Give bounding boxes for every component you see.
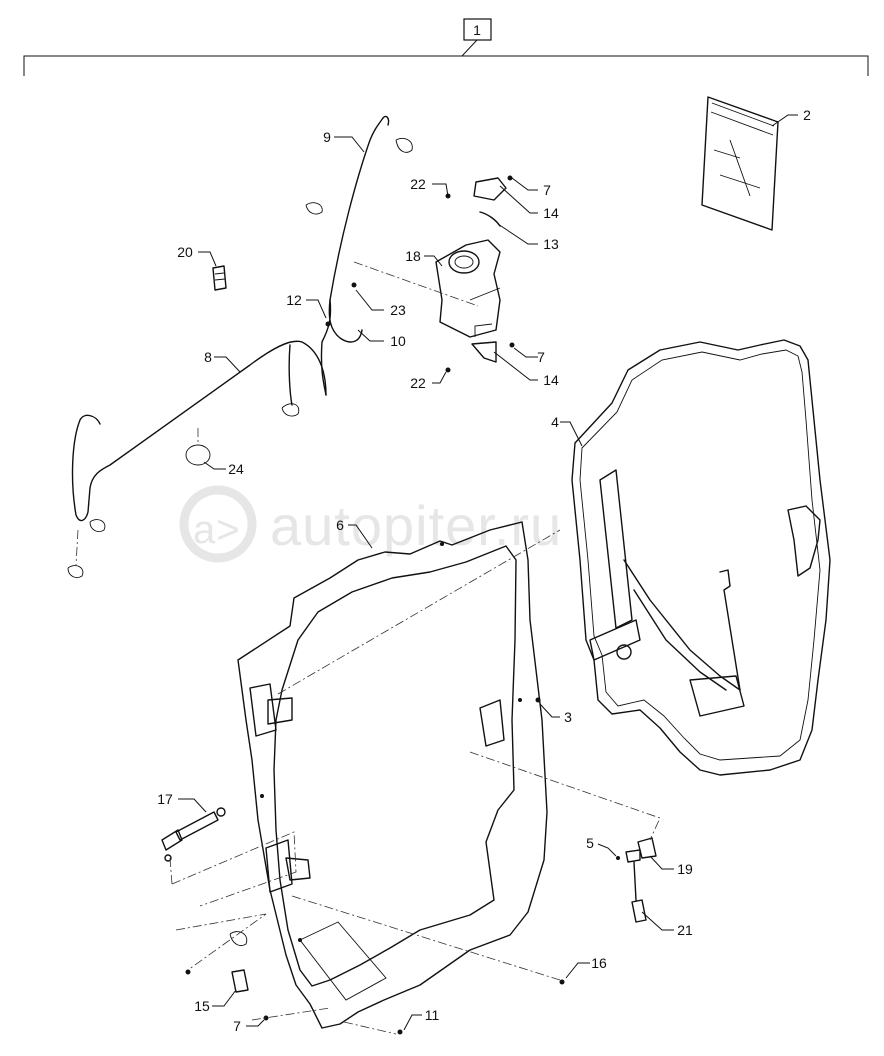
callout-labels: 2 9 22 7 14 13 20 18 12 23 10 8 7 22 14 … (157, 107, 811, 1034)
callout-5: 5 (586, 835, 594, 851)
door-glass-frame (237, 521, 548, 1029)
callout-13: 13 (543, 236, 559, 252)
washer-hose (305, 115, 413, 396)
assembly-number-box (463, 18, 492, 41)
assembly-bracket-line (23, 39, 869, 76)
callout-9: 9 (323, 129, 331, 145)
gas-strut (161, 807, 226, 862)
callout-15: 15 (194, 998, 210, 1014)
callout-7: 7 (233, 1018, 241, 1034)
callout-7: 7 (537, 349, 545, 365)
callout-22: 22 (410, 176, 426, 192)
operators-manual (701, 96, 779, 231)
assembly-bracket: 1 (23, 18, 869, 76)
watermark: a> autopiter.ru (179, 485, 562, 563)
watermark-brand: autopiter.ru (270, 494, 562, 557)
assembly-number: 1 (473, 22, 481, 38)
washer-reservoir (325, 175, 515, 373)
misc-hardware (185, 697, 565, 1035)
callout-11: 11 (425, 1007, 440, 1023)
door-latch (616, 837, 657, 923)
watermark-logo-icon (179, 485, 257, 563)
callout-14: 14 (543, 372, 559, 388)
callout-14: 14 (543, 205, 559, 221)
callout-20: 20 (177, 244, 193, 260)
callout-12: 12 (286, 292, 302, 308)
callout-22: 22 (410, 375, 426, 391)
callout-6: 6 (336, 517, 344, 533)
cab-door (571, 339, 831, 776)
callout-24: 24 (228, 461, 244, 477)
callout-4: 4 (551, 414, 559, 430)
callout-17: 17 (157, 791, 173, 807)
alignment-lines (75, 261, 661, 1035)
callout-21: 21 (677, 922, 693, 938)
callout-7: 7 (543, 182, 551, 198)
callout-18: 18 (405, 248, 421, 264)
callout-3: 3 (564, 709, 572, 725)
callout-23: 23 (390, 302, 406, 318)
washer-nozzle (212, 265, 227, 291)
leader-lines (178, 114, 798, 1031)
callout-8: 8 (204, 349, 212, 365)
callout-16: 16 (591, 955, 607, 971)
callout-19: 19 (677, 861, 693, 877)
callout-10: 10 (390, 333, 406, 349)
callout-2: 2 (803, 107, 811, 123)
washer-tube (67, 340, 327, 579)
watermark-mark: a> (193, 508, 241, 552)
